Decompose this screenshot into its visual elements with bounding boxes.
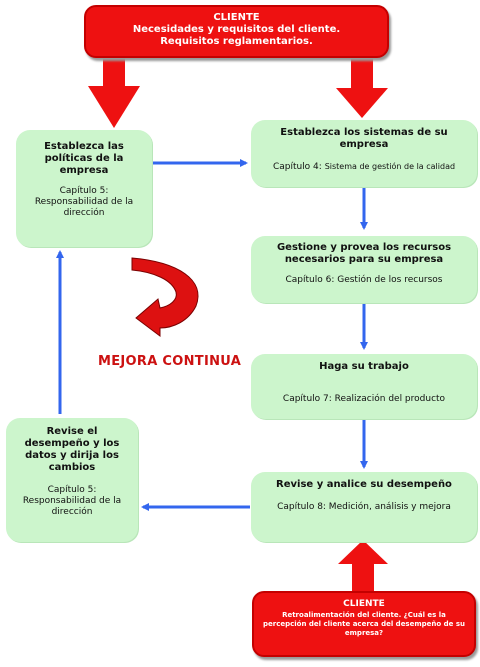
resources-detail: Capítulo 6: Gestión de los recursos	[285, 275, 443, 285]
top-client-title: CLIENTE	[213, 12, 260, 23]
systems-box: Establezca los sistemas de su empresa Ca…	[251, 120, 477, 187]
top-client-text: Necesidades y requisitos del cliente. Re…	[132, 24, 341, 47]
systems-chapter: Capítulo 4:	[272, 162, 322, 172]
systems-title: Establezca los sistemas de su empresa	[280, 127, 448, 150]
bottom-client-title: CLIENTE	[343, 599, 385, 609]
analyze-box: Revise y analice su desempeño Capítulo 8…	[251, 472, 477, 542]
red-arrow-top-right	[336, 58, 388, 118]
policies-box: Establezca las políticas de la empresa C…	[16, 130, 152, 247]
resources-box: Gestione y provea los recursos necesario…	[251, 236, 477, 303]
resources-title: Gestione y provea los recursos necesario…	[276, 242, 452, 265]
continuous-improvement-arrow	[131, 257, 199, 337]
systems-detail: Sistema de gestión de la calidad	[324, 162, 456, 171]
analyze-detail: Capítulo 8: Medición, análisis y mejora	[277, 502, 451, 512]
continuous-improvement-label: MEJORA CONTINUA	[98, 354, 242, 369]
review-detail: Responsabilidad de la dirección	[22, 496, 122, 517]
analyze-title: Revise y analice su desempeño	[276, 479, 452, 490]
red-arrow-bottom-up	[338, 540, 388, 592]
policies-title: Establezca las políticas de la empresa	[44, 141, 124, 176]
review-box: Revise el desempeño y los datos y dirija…	[6, 418, 138, 542]
work-box: Haga su trabajo Capítulo 7: Realización …	[251, 354, 477, 419]
work-title: Haga su trabajo	[319, 361, 409, 372]
bottom-client-text: Retroalimentación del cliente. ¿Cuál es …	[263, 611, 465, 637]
review-chapter: Capítulo 5:	[47, 485, 97, 495]
systems-chapter-line: Capítulo 4: Sistema de gestión de la cal…	[257, 161, 471, 173]
red-arrow-top-left	[88, 58, 140, 128]
policies-chapter: Capítulo 5:	[59, 186, 109, 196]
bottom-client-box: CLIENTE Retroalimentación del cliente. ¿…	[252, 591, 476, 657]
work-detail: Capítulo 7: Realización del producto	[282, 394, 446, 404]
review-title: Revise el desempeño y los datos y dirija…	[24, 426, 120, 473]
top-client-box: CLIENTE Necesidades y requisitos del cli…	[84, 5, 389, 58]
policies-detail: Responsabilidad de la dirección	[34, 197, 134, 218]
